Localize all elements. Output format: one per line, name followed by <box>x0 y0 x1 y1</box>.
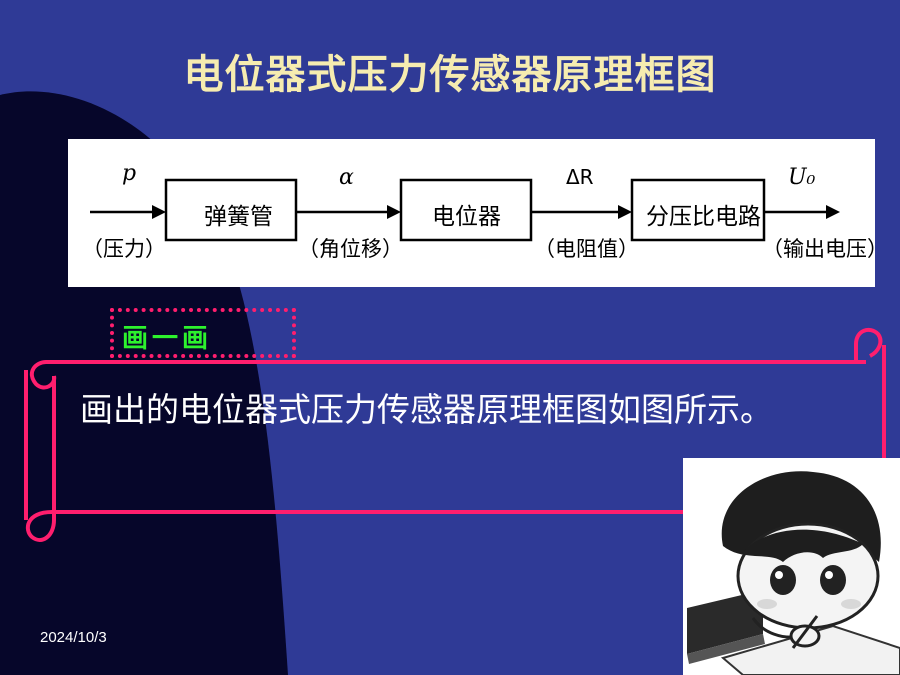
page-title: 电位器式压力传感器原理框图 <box>183 52 717 98</box>
block-label-spring-tube: 弹簧管 <box>204 204 273 230</box>
signal-desc-resistance: （电阻值） <box>534 237 639 261</box>
block-label-divider-circuit: 分压比电路 <box>646 204 761 230</box>
signal-symbol-angle: α <box>339 165 354 190</box>
signal-desc-pressure: （压力） <box>82 237 166 261</box>
block-box-3 <box>630 178 766 242</box>
body-text: 画出的电位器式压力传感器原理框图如图所示。 <box>80 390 773 429</box>
arrow-head-4 <box>826 205 840 219</box>
block-box-2 <box>399 178 533 242</box>
draw-tag-label: 画一画 <box>122 324 213 354</box>
block-box-1 <box>164 178 298 242</box>
block-diagram: 弹簧管 电位器 分压比电路 p （压力） α （角位移） ΔR （电阻值） U₀… <box>68 139 888 287</box>
signal-symbol-resistance: ΔR <box>566 165 594 189</box>
arrow-head-2 <box>387 205 401 219</box>
block-label-potentiometer: 电位器 <box>432 204 501 230</box>
block-diagram-lines <box>90 178 840 242</box>
signal-symbol-pressure: p <box>122 161 137 186</box>
signal-desc-angle: （角位移） <box>298 237 403 261</box>
draw-tag-box: 画一画 <box>110 308 296 358</box>
cartoon-boy-drawing-image <box>683 458 900 675</box>
signal-desc-voltage: （输出电压） <box>762 237 888 261</box>
arrow-head-3 <box>618 205 632 219</box>
date-stamp: 2024/10/3 <box>40 629 107 646</box>
arrow-head-1 <box>152 205 166 219</box>
signal-symbol-voltage: U₀ <box>788 165 816 190</box>
